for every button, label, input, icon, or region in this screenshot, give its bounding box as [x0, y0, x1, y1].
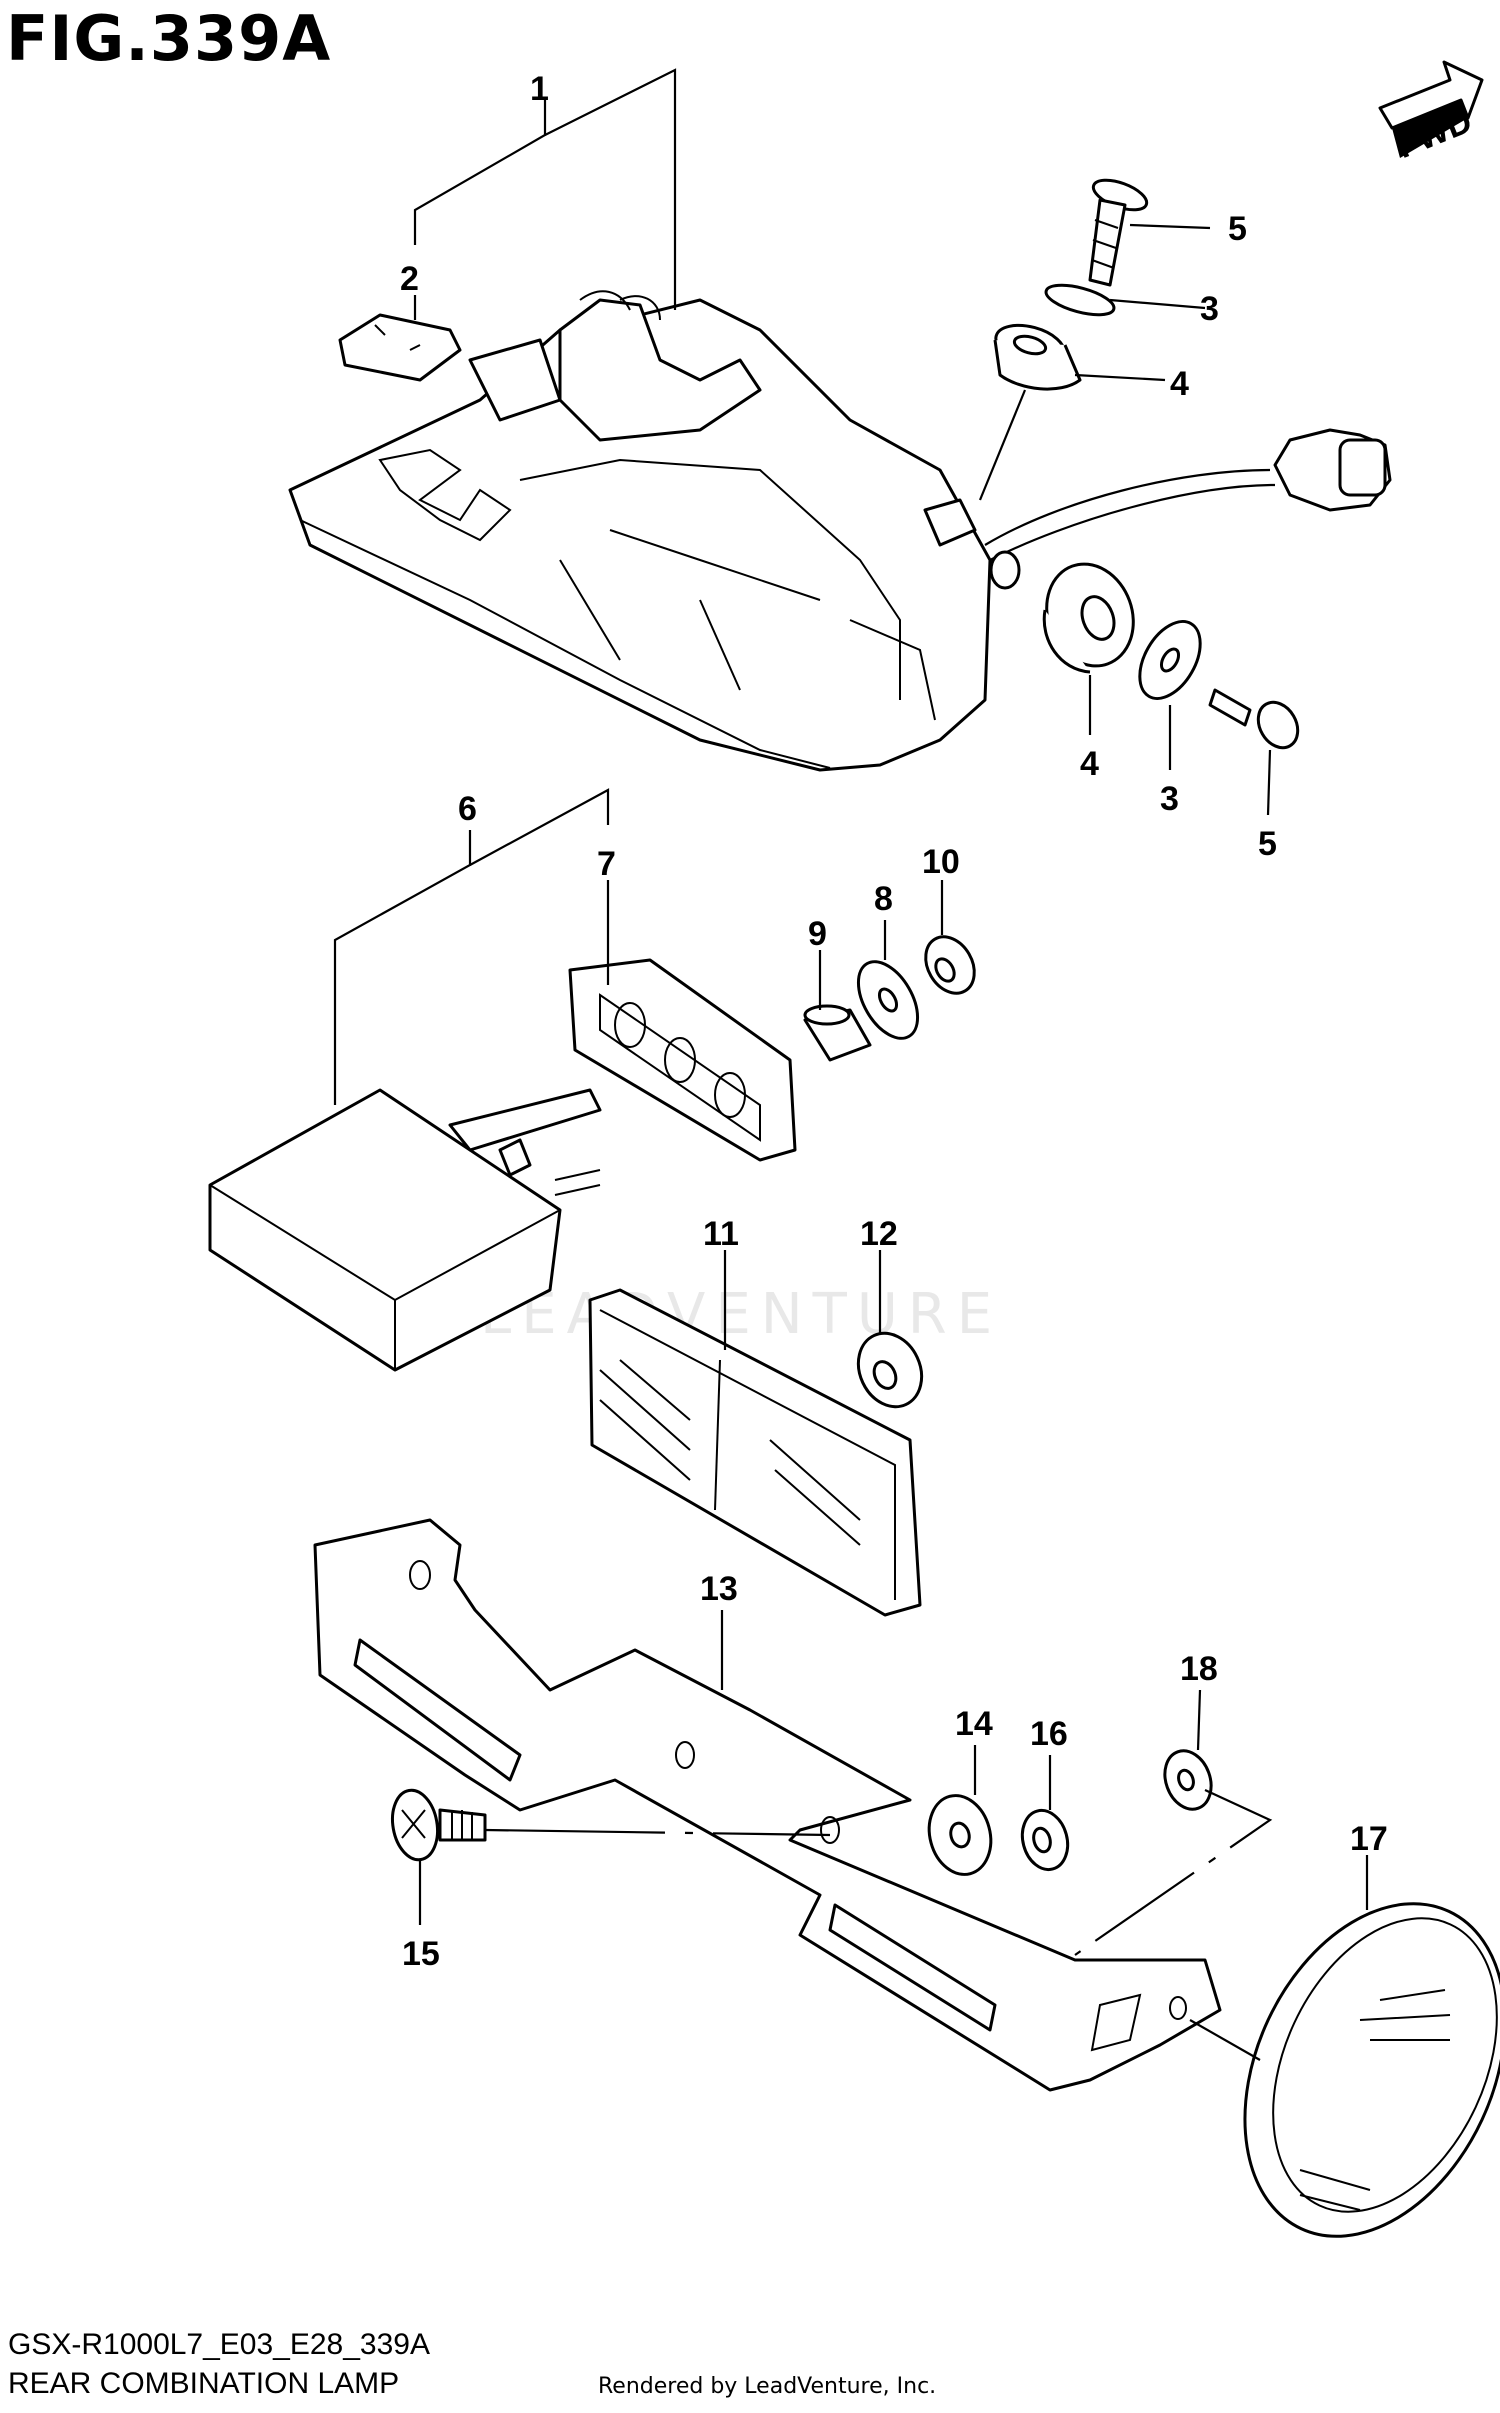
nut-18 [1163, 1749, 1213, 1811]
nut-12 [856, 1331, 924, 1409]
fwd-arrow-icon: FWD [1378, 60, 1484, 166]
callout-17: 17 [1350, 1820, 1388, 1858]
figure-title: FIG.339A [6, 2, 332, 75]
callout-6: 6 [458, 790, 477, 828]
callout-7: 7 [597, 845, 616, 883]
nut-10 [924, 935, 976, 995]
lamp-cap-part [338, 313, 462, 382]
callout-5-upper: 5 [1228, 210, 1247, 248]
diagram-code: GSX-R1000L7_E03_E28_339A [8, 2328, 430, 2361]
collar-part [803, 1004, 872, 1062]
diagram-name: REAR COMBINATION LAMP [8, 2367, 400, 2400]
callout-8: 8 [874, 880, 893, 918]
callout-10: 10 [922, 843, 960, 881]
screw-15 [390, 1788, 487, 1862]
callout-11: 11 [703, 1215, 739, 1253]
lamp-wiring-harness [923, 428, 1392, 590]
callout-2: 2 [400, 260, 419, 298]
reflector-rectangular [588, 1288, 922, 1617]
callout-3-upper: 3 [1200, 290, 1219, 328]
license-lamp-gasket [568, 958, 797, 1162]
callout-12: 12 [860, 1215, 898, 1253]
callout-15: 15 [402, 1935, 440, 1973]
callout-4-upper: 4 [1170, 365, 1189, 403]
nut-16 [1020, 1808, 1070, 1872]
callout-18: 18 [1180, 1650, 1218, 1688]
reflector-bracket [313, 1518, 1222, 2092]
callout-4-lower: 4 [1080, 745, 1099, 783]
callout-9: 9 [808, 915, 827, 953]
callout-16: 16 [1030, 1715, 1068, 1753]
upper-mounting-hardware [993, 178, 1149, 391]
leader-lines [333, 68, 1369, 2061]
callout-1: 1 [530, 70, 549, 108]
license-lamp-body [208, 1088, 602, 1372]
callout-labels: 1 2 5 3 4 4 3 5 6 7 8 9 10 11 12 13 14 1… [400, 70, 1388, 1973]
reflector-round [1243, 1902, 1500, 2238]
washer-8 [856, 960, 920, 1040]
callout-14: 14 [955, 1705, 993, 1743]
callout-3-lower: 3 [1160, 780, 1179, 818]
rendered-by-credit: Rendered by LeadVenture, Inc. [598, 2374, 937, 2399]
watermark: LEADVENTURE [480, 1282, 1003, 1347]
lower-mounting-hardware [1042, 562, 1300, 750]
callout-13: 13 [700, 1570, 738, 1608]
washer-14 [927, 1794, 993, 1876]
callout-5-lower: 5 [1258, 825, 1277, 863]
